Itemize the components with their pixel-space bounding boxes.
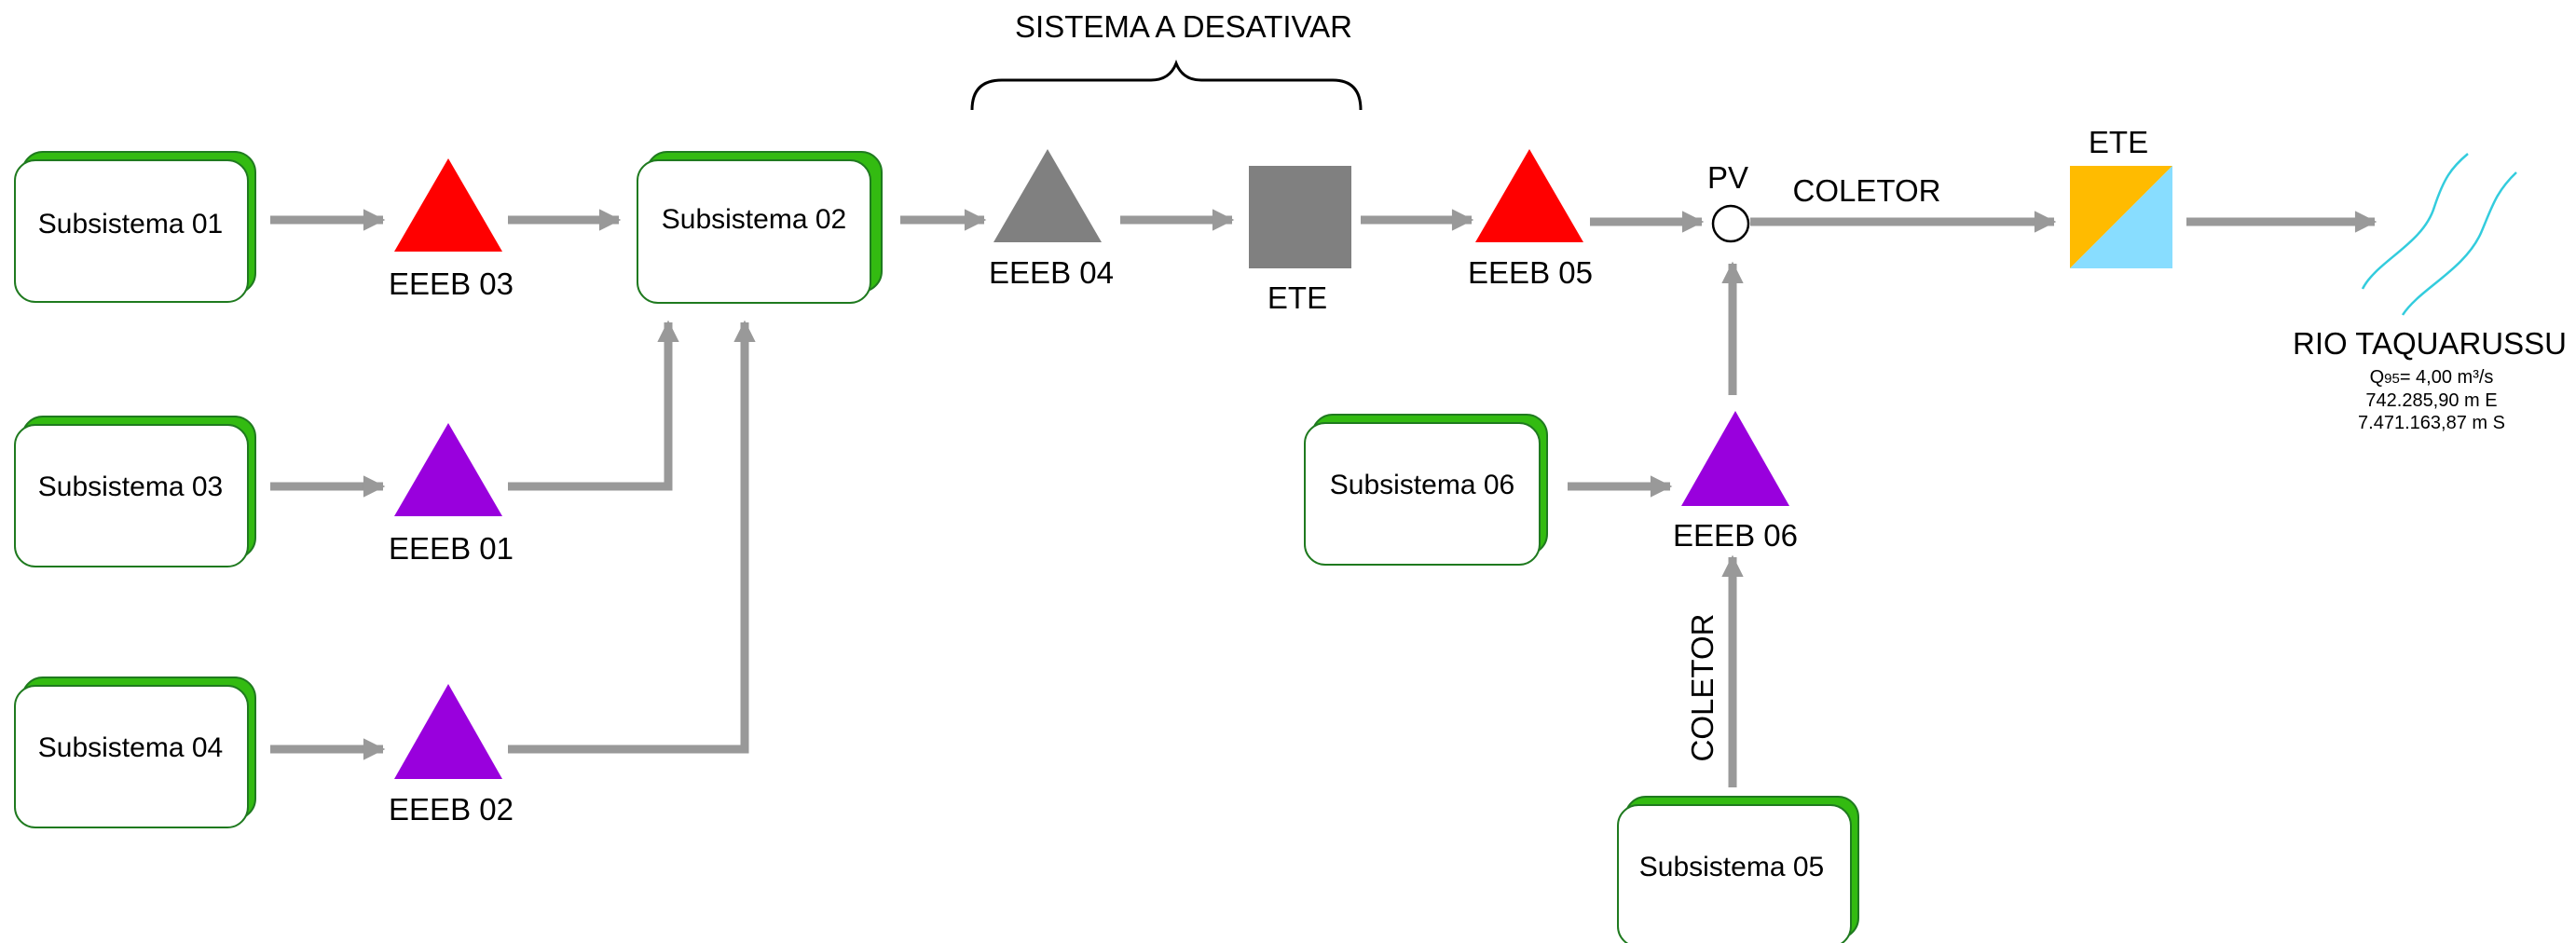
eeeb-06-station: EEEB 06 (1673, 411, 1798, 553)
pv-circle (1711, 204, 1750, 243)
eeeb-02-triangle (394, 684, 502, 779)
eeeb-06-triangle (1681, 411, 1789, 506)
decommission-label: SISTEMA A DESATIVAR (1015, 9, 1352, 44)
eeeb-03-triangle (394, 158, 502, 252)
ete-new-blue-half (2070, 166, 2172, 268)
ete-old-station: ETE (1249, 166, 1351, 315)
subsystem-01-label: Subsistema 01 (38, 209, 223, 239)
subsystem-04-label: Subsistema 04 (38, 732, 223, 763)
ete-old-square (1249, 166, 1351, 268)
eeeb-06-label: EEEB 06 (1673, 518, 1798, 553)
pv-node: PV (1707, 160, 1750, 243)
subsystem-02-box: Subsistema 02 (637, 151, 883, 304)
subsystem-04-box: Subsistema 04 (14, 676, 256, 828)
subsystem-05-label: Subsistema 05 (1639, 852, 1824, 882)
river-flow-value: = 4,00 m³/s (2400, 367, 2494, 388)
river-flow-subscript: 95 (2384, 371, 2400, 387)
eeeb-01-label: EEEB 01 (389, 531, 514, 566)
subsystem-03-box: Subsistema 03 (14, 416, 256, 567)
eeeb-04-triangle (993, 149, 1102, 242)
eeeb-03-station: EEEB 03 (389, 158, 514, 301)
eeeb-02-station: EEEB 02 (389, 684, 514, 827)
river-name: RIO TAQUARUSSU (2293, 326, 2567, 361)
arrow-eeeb02-to-s02 (508, 320, 756, 754)
subsystem-05-box: Subsistema 05 (1617, 796, 1859, 943)
ete-new-label: ETE (2089, 125, 2148, 159)
eeeb-03-label: EEEB 03 (389, 266, 514, 301)
eeeb-04-label: EEEB 04 (989, 255, 1114, 290)
ete-new-station: ETE (2070, 125, 2172, 268)
subsystem-02-label: Subsistema 02 (662, 204, 846, 235)
eeeb-01-triangle (394, 423, 502, 516)
arrow-eeeb01-to-s02 (508, 320, 679, 491)
river-coord-s: 7.471.163,87 m S (2358, 413, 2505, 433)
subsystem-06-box: Subsistema 06 (1304, 414, 1548, 566)
pv-label: PV (1707, 160, 1748, 195)
river-icon (2361, 153, 2517, 316)
decommission-brace (970, 59, 1363, 111)
subsystem-06-label: Subsistema 06 (1330, 470, 1514, 500)
river-flow: Q95= 4,00 m³/s (2370, 367, 2494, 388)
eeeb-02-label: EEEB 02 (389, 792, 514, 827)
river-coord-e: 742.285,90 m E (2365, 390, 2497, 411)
collector-vertical-label: COLETOR (1685, 614, 1720, 762)
collector-main-label: COLETOR (1793, 173, 1941, 208)
eeeb-05-label: EEEB 05 (1468, 255, 1593, 290)
eeeb-01-station: EEEB 01 (389, 423, 514, 566)
eeeb-04-station: EEEB 04 (989, 149, 1114, 290)
river-flow-prefix: Q (2370, 367, 2385, 388)
ete-old-label: ETE (1267, 280, 1327, 315)
subsystem-03-label: Subsistema 03 (38, 472, 223, 502)
subsystem-01-box: Subsistema 01 (14, 151, 256, 303)
eeeb-05-station: EEEB 05 (1468, 149, 1593, 290)
eeeb-05-triangle (1475, 149, 1583, 242)
